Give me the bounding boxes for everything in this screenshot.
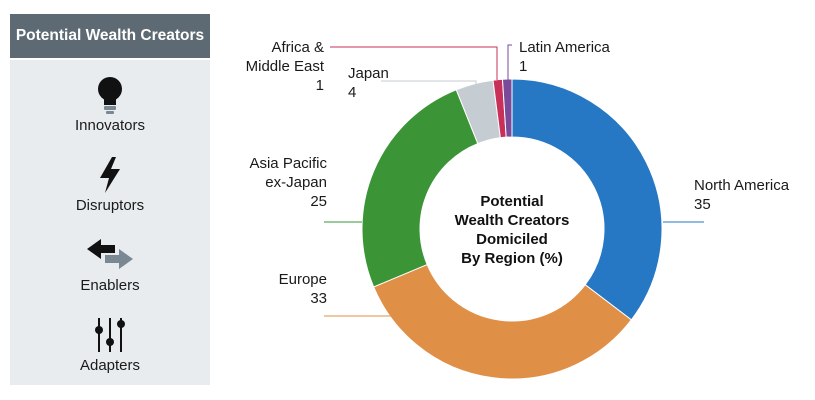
two-way-arrows-icon [85, 233, 135, 277]
divider [10, 58, 210, 60]
donut-slice [361, 89, 479, 288]
donut-slice [511, 78, 663, 321]
category-disruptors: Disruptors [10, 142, 210, 222]
panel-title: Potential Wealth Creators [10, 14, 210, 58]
category-enablers: Enablers [10, 222, 210, 302]
category-label: Innovators [74, 117, 146, 134]
category-label: Adapters [79, 357, 141, 374]
donut-slice [501, 78, 513, 138]
categories-panel: Potential Wealth Creators Innovators Dis… [10, 14, 210, 385]
category-label: Enablers [80, 277, 140, 294]
sliders-icon [93, 313, 127, 357]
leader-line [330, 46, 498, 80]
category-label: Disruptors [75, 197, 145, 214]
lightbulb-icon [95, 73, 125, 117]
category-innovators: Innovators [10, 62, 210, 142]
leader-line [381, 80, 477, 86]
category-adapters: Adapters [10, 302, 210, 382]
leader-line [507, 44, 512, 80]
lightning-bolt-icon [97, 153, 123, 197]
donut-slice [372, 263, 633, 380]
